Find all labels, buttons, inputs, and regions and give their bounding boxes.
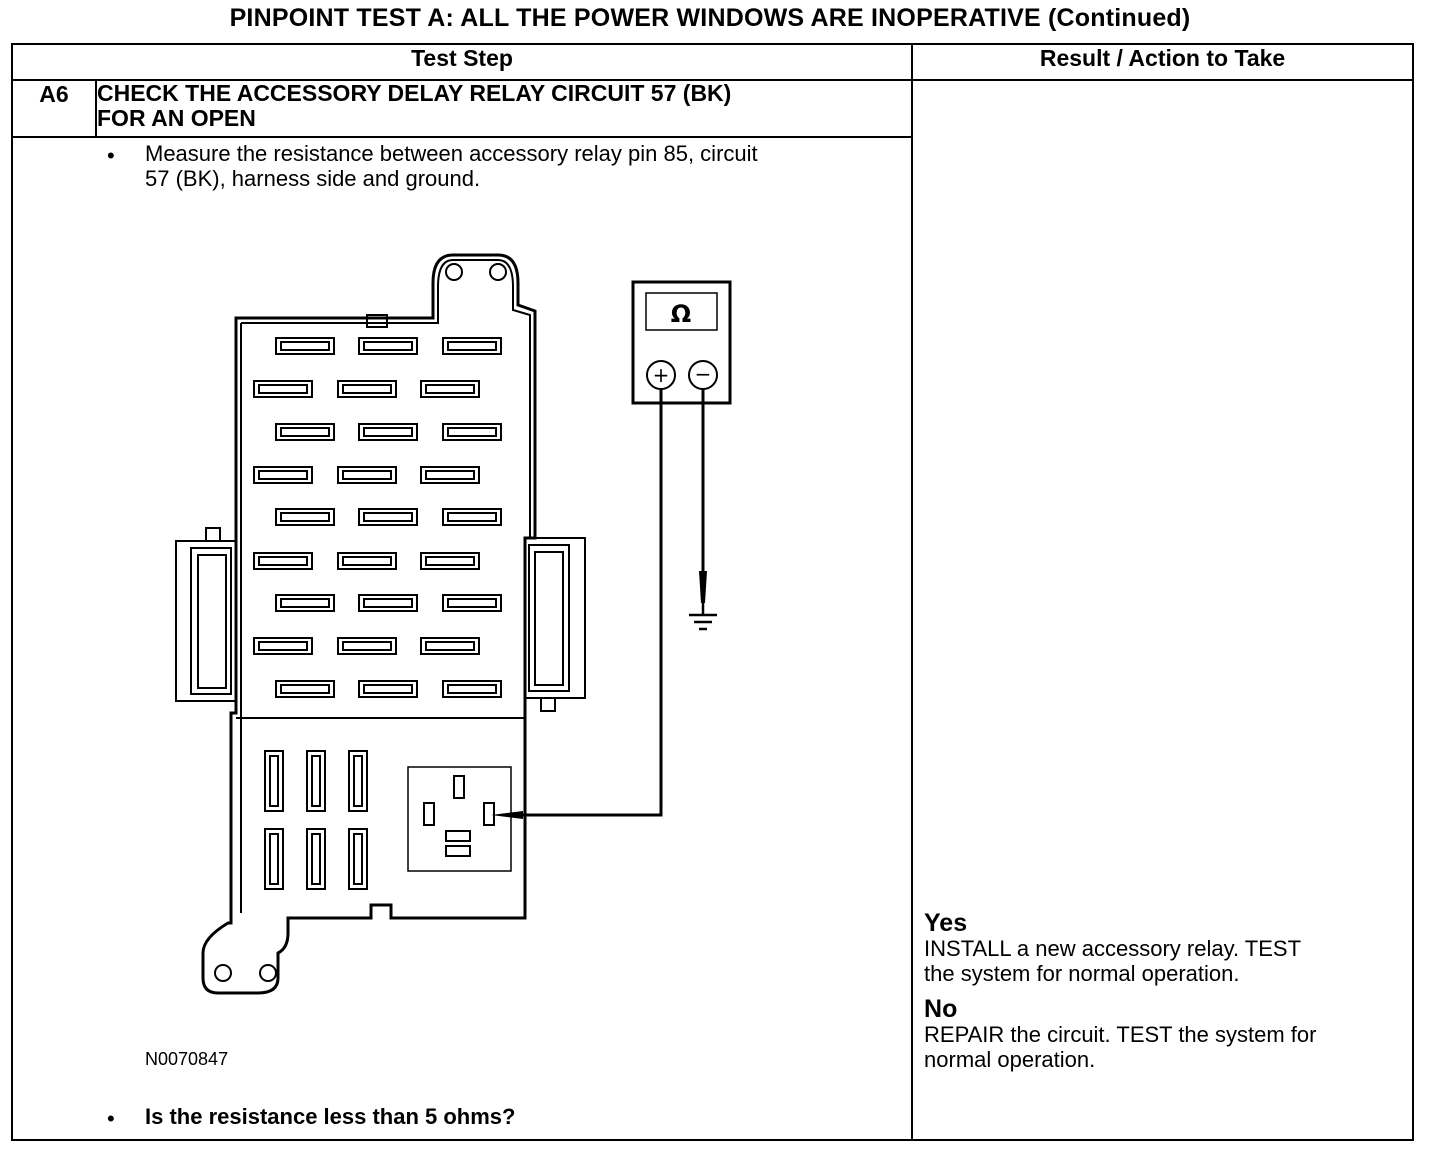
plus-label: + <box>653 363 670 387</box>
step-title-line2: FOR AN OPEN <box>97 105 256 131</box>
result-no: No REPAIR the circuit. TEST the system f… <box>924 995 1394 1073</box>
bullet: • <box>107 1106 115 1131</box>
fuse-row-5 <box>275 508 502 526</box>
figure-id: N0070847 <box>145 1049 229 1069</box>
left-connector-tab <box>205 527 221 542</box>
negative-probe <box>699 571 707 603</box>
right-connector-tab <box>540 697 556 712</box>
result-yes: Yes INSTALL a new accessory relay. TEST … <box>924 909 1394 987</box>
instruction: Measure the resistance between accessory… <box>145 141 758 191</box>
fuse-row-1 <box>275 337 502 355</box>
mount-hole-bottom-left <box>214 964 232 982</box>
step-title-line1: CHECK THE ACCESSORY DELAY RELAY CIRCUIT … <box>97 80 732 106</box>
fuse-box-diagram: Ω + − <box>175 253 732 995</box>
result-cell: Yes INSTALL a new accessory relay. TEST … <box>911 79 1415 1141</box>
yes-line1: INSTALL a new accessory relay. TEST <box>924 936 1302 961</box>
no-line2: normal operation. <box>924 1047 1096 1072</box>
positive-lead <box>523 389 663 817</box>
mount-hole-top-left <box>445 263 463 281</box>
fuse-row-8 <box>253 637 480 655</box>
positive-probe-tip <box>491 811 523 819</box>
minus-label: − <box>695 362 712 386</box>
fuse-row-9 <box>275 680 502 698</box>
no-line1: REPAIR the circuit. TEST the system for <box>924 1022 1317 1047</box>
question: Is the resistance less than 5 ohms? <box>145 1104 516 1129</box>
yes-line2: the system for normal operation. <box>924 961 1240 986</box>
no-label: No <box>924 995 958 1023</box>
header-test-step: Test Step <box>10 43 914 81</box>
right-connector-slot <box>534 551 564 686</box>
fuse-row-6 <box>253 552 480 570</box>
ohm-symbol: Ω <box>671 300 691 328</box>
instruction-line2: 57 (BK), harness side and ground. <box>145 166 481 191</box>
pinpoint-test-table: Test Step Result / Action to Take A6 CHE… <box>10 43 1415 1141</box>
fuse-row-7 <box>275 594 502 612</box>
vertical-slots <box>264 750 368 890</box>
fuse-row-4 <box>253 466 480 484</box>
mount-hole-top-right <box>489 263 507 281</box>
step-body: • Measure the resistance between accesso… <box>10 136 914 1141</box>
fuse-slots <box>253 337 512 890</box>
left-connector-inner <box>190 547 232 695</box>
instruction-line1: Measure the resistance between accessory… <box>145 141 758 166</box>
fuse-row-3 <box>275 423 502 441</box>
right-connector-inner <box>528 544 570 692</box>
ground-icon <box>689 603 717 631</box>
left-connector-slot <box>197 554 227 689</box>
fuse-row-2 <box>253 380 480 398</box>
step-id: A6 <box>11 79 97 138</box>
header-result: Result / Action to Take <box>911 43 1415 81</box>
page-title: PINPOINT TEST A: ALL THE POWER WINDOWS A… <box>229 4 1191 32</box>
box-outline <box>201 253 537 995</box>
top-notch <box>366 314 388 328</box>
box-inner-outline <box>241 259 531 538</box>
bullet: • <box>107 143 115 168</box>
yes-label: Yes <box>924 909 968 937</box>
test-leads <box>523 389 705 817</box>
accessory-relay-socket <box>407 766 512 872</box>
step-title: CHECK THE ACCESSORY DELAY RELAY CIRCUIT … <box>94 79 914 138</box>
mount-hole-bottom-right <box>259 964 277 982</box>
